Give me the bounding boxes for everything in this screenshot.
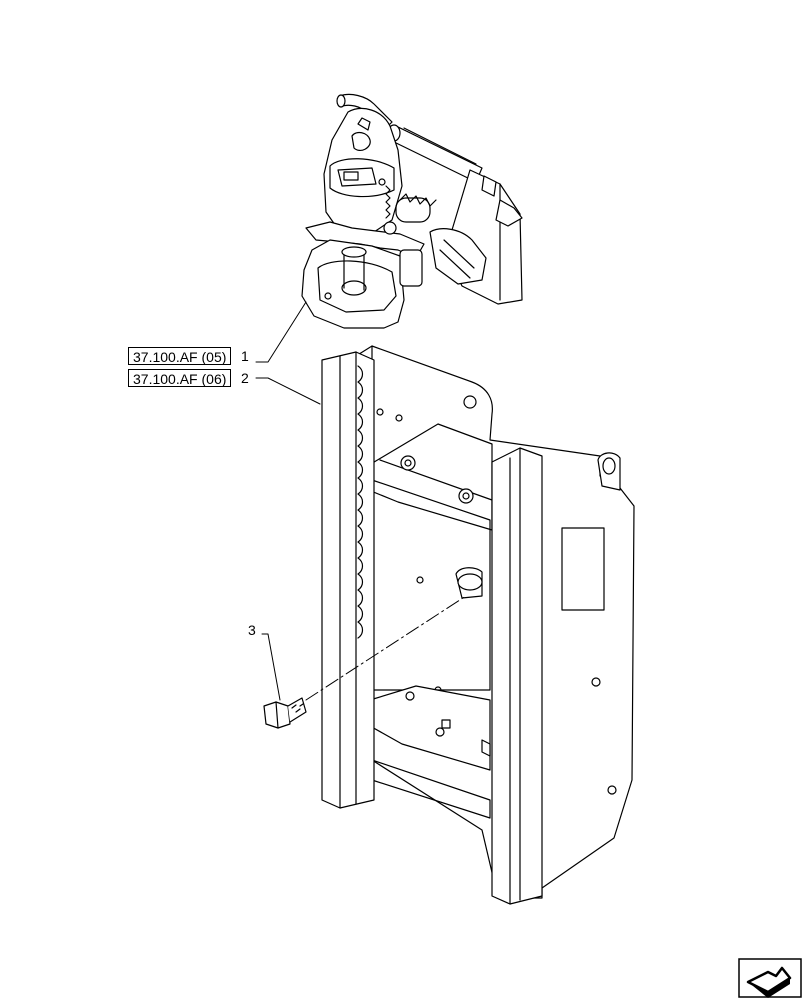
next-page-arrow-icon[interactable] — [738, 958, 802, 998]
callout-number-3: 3 — [248, 622, 256, 638]
tow-hitch-assembly — [301, 93, 523, 329]
hitch-mounting-frame — [321, 345, 635, 905]
leader-line-3 — [261, 633, 281, 701]
reference-code-2[interactable]: 37.100.AF (06) — [128, 369, 232, 387]
hex-bolt — [263, 697, 307, 729]
callout-number-2: 2 — [241, 370, 249, 386]
leader-line-2 — [255, 377, 321, 405]
reference-code-1[interactable]: 37.100.AF (05) — [128, 347, 232, 365]
callout-number-1: 1 — [241, 348, 249, 364]
leader-line-1 — [255, 301, 307, 363]
assembly-centerline — [305, 595, 467, 701]
